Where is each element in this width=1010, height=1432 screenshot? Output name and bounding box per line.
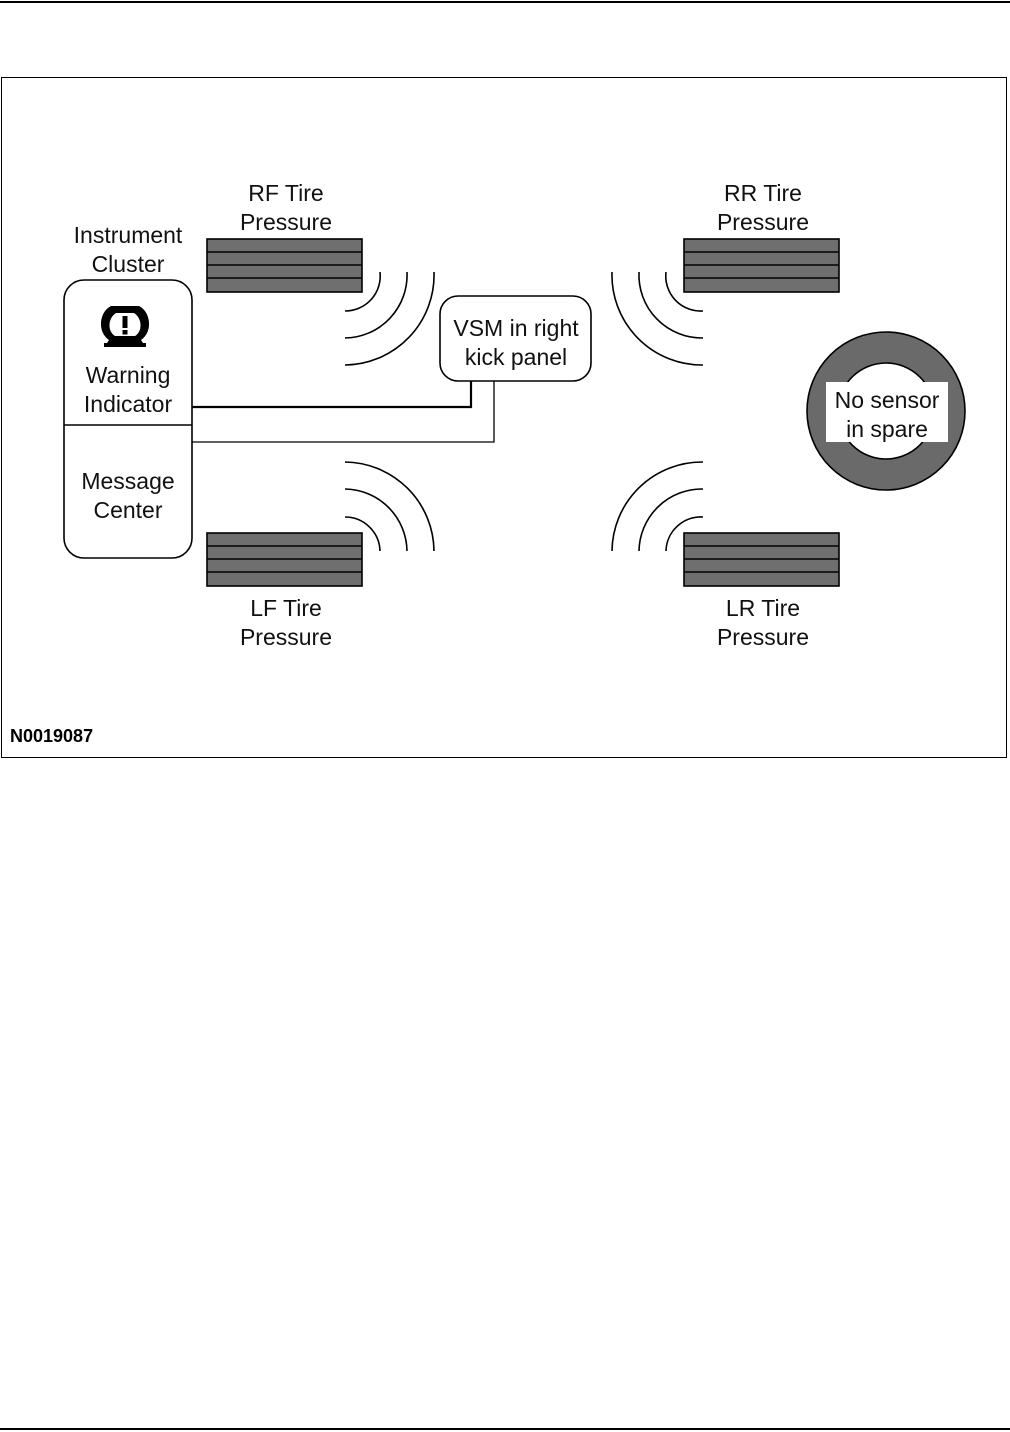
instrument-cluster: Instrument Cluster Warning Indicator Mes… [64,222,192,558]
lr-tire-label-line2: Pressure [717,624,809,650]
rf-tire-sensor: RF Tire Pressure [207,180,434,365]
cluster-title-line2: Cluster [92,251,165,277]
message-center-wire [192,381,494,442]
figure-id: N0019087 [10,726,93,746]
spare-label-line2: in spare [846,416,928,442]
warning-indicator-line2: Indicator [84,391,173,417]
vsm-label-line1: VSM in right [453,315,579,341]
message-center-line1: Message [81,468,174,494]
message-center-line2: Center [93,497,162,523]
rf-tire-label-line1: RF Tire [248,180,323,206]
lf-tire-sensor: LF Tire Pressure [207,462,434,650]
spare-tire: No sensor in spare [807,332,965,490]
lr-tire-label-line1: LR Tire [726,595,800,621]
vsm-label-line2: kick panel [465,344,567,370]
lf-tire-label-line2: Pressure [240,624,332,650]
warning-indicator-line1: Warning [86,362,171,388]
lr-tire-sensor: LR Tire Pressure [612,462,839,650]
cluster-title-line1: Instrument [74,222,183,248]
rr-tire-label-line2: Pressure [717,209,809,235]
lf-tire-label-line1: LF Tire [250,595,322,621]
warning-indicator-wire [192,381,471,407]
rf-tire-label-line2: Pressure [240,209,332,235]
spare-label-line1: No sensor [835,387,940,413]
vsm-module: VSM in right kick panel [440,296,591,381]
rr-tire-sensor: RR Tire Pressure [612,180,839,365]
rr-tire-label-line1: RR Tire [724,180,802,206]
page-bottom-rule [0,1428,1010,1430]
